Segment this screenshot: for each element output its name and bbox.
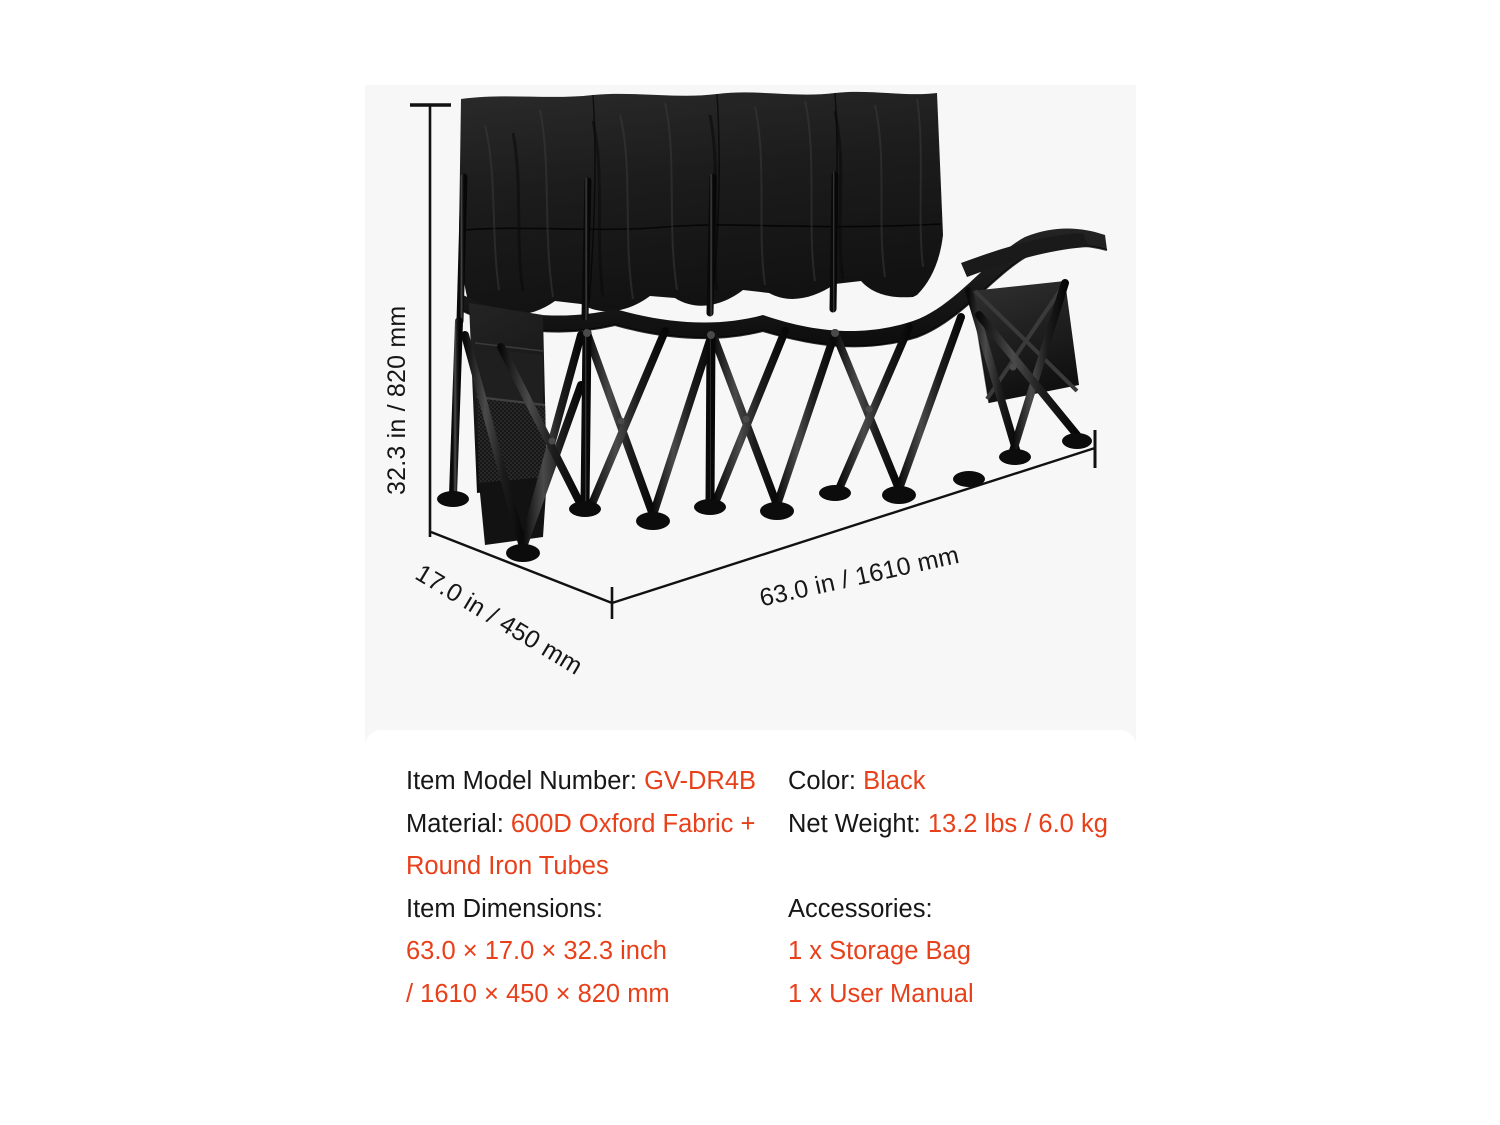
foot-10	[999, 449, 1031, 465]
backrest-panel-group	[459, 91, 943, 315]
frame-feet	[437, 433, 1092, 562]
accessories-label: Accessories:	[788, 894, 933, 923]
spec-row-weight: Net Weight: 13.2 lbs / 6.0 kg	[788, 803, 1118, 846]
color-value: Black	[863, 767, 926, 795]
spec-row-material-cont: Round Iron Tubes	[406, 845, 766, 888]
frame-center-supports	[580, 290, 974, 510]
height-dimension-label: 32.3 in / 820 mm	[383, 305, 411, 495]
seat-fabric	[459, 228, 1107, 347]
foot-3	[569, 501, 601, 517]
perspective-dimension-lines	[430, 430, 1097, 619]
material-label: Material:	[406, 809, 511, 838]
side-table-x-brace	[973, 281, 1079, 401]
spec-row-dimensions-inch: 63.0 × 17.0 × 32.3 inch	[406, 930, 766, 973]
model-value: GV-DR4B	[644, 767, 757, 795]
frame-joints	[548, 329, 1017, 445]
fabric-wrinkles	[484, 98, 924, 300]
side-pocket-upper-seam	[474, 342, 544, 352]
bench-product	[437, 91, 1108, 562]
spec-row-spacer	[788, 845, 1118, 888]
product-illustration	[410, 91, 1108, 619]
accessory-1-value: 1 x Storage Bag	[788, 937, 971, 965]
specifications-card: Item Model Number: GV-DR4B Material: 600…	[365, 730, 1136, 1035]
side-pocket-mesh	[477, 397, 547, 483]
backrest-seam-1	[588, 94, 596, 304]
foot-9	[953, 471, 985, 487]
spec-row-model: Item Model Number: GV-DR4B	[406, 760, 766, 803]
dimensions-value-inch: 63.0 × 17.0 × 32.3 inch	[406, 937, 667, 965]
foot-11	[1062, 433, 1092, 449]
width-dimension-line	[611, 446, 1096, 605]
material-value-line2: Round Iron Tubes	[406, 852, 609, 880]
dimensions-value-mm: / 1610 × 450 × 820 mm	[406, 979, 670, 1008]
foot-2	[506, 544, 540, 562]
weight-label: Net Weight:	[788, 809, 928, 838]
spec-row-accessories-label: Accessories:	[788, 888, 1118, 931]
product-image-panel: 32.3 in / 820 mm 17.0 in / 450 mm 63.0 i…	[365, 85, 1136, 745]
foot-5	[694, 499, 726, 515]
model-label: Item Model Number:	[406, 767, 645, 795]
foot-6	[760, 502, 794, 520]
weight-value: 13.2 lbs / 6.0 kg	[927, 809, 1108, 838]
color-label: Color:	[788, 767, 864, 795]
foot-1	[437, 491, 469, 507]
spec-row-material: Material: 600D Oxford Fabric +	[406, 803, 766, 846]
spec-row-color: Color: Black	[788, 760, 1118, 803]
spec-column-left: Item Model Number: GV-DR4B Material: 600…	[406, 760, 766, 1015]
side-table-top-rail	[961, 233, 1089, 277]
accessory-2-value: 1 x User Manual	[788, 979, 974, 1008]
frame-back-posts	[456, 169, 941, 325]
foot-4	[636, 512, 670, 530]
spec-row-dimensions-mm: / 1610 × 450 × 820 mm	[406, 973, 766, 1016]
material-value-line1: 600D Oxford Fabric +	[510, 809, 756, 838]
spec-column-right: Color: Black Net Weight: 13.2 lbs / 6.0 …	[788, 760, 1118, 1015]
spec-row-dimensions-label: Item Dimensions:	[406, 888, 766, 931]
depth-dimension-line	[430, 530, 613, 605]
backrest-fabric	[459, 91, 943, 315]
foot-7	[819, 485, 851, 501]
foot-8	[882, 486, 916, 504]
dimensions-label: Item Dimensions:	[406, 894, 603, 923]
dimension-lines	[410, 103, 451, 537]
spec-row-accessory-2: 1 x User Manual	[788, 973, 1118, 1016]
spec-row-accessory-1: 1 x Storage Bag	[788, 930, 1118, 973]
